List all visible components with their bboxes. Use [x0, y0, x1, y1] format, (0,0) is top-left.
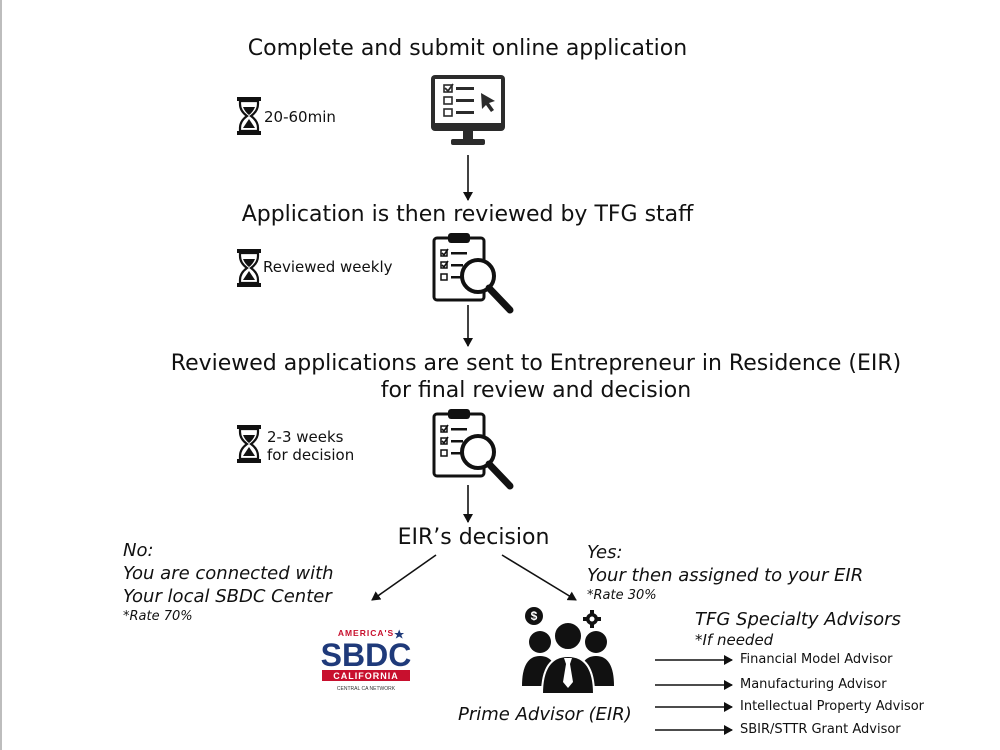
step-3-title-line-2: for final review and decision: [380, 378, 692, 403]
duration-1: 20-60min: [264, 108, 336, 126]
clipboard-magnifier-icon: [432, 409, 514, 490]
branch-yes-label: Yes:: [587, 542, 623, 563]
advisor-intellectual-property: Intellectual Property Advisor: [740, 699, 925, 714]
prime-advisor-label: Prime Advisor (EIR): [458, 704, 632, 725]
clipboard-magnifier-icon: [432, 233, 514, 314]
hourglass-icon: [237, 249, 261, 287]
step-1-title: Complete and submit online application: [247, 36, 688, 61]
svg-text:CENTRAL CA NETWORK: CENTRAL CA NETWORK: [337, 686, 396, 692]
branch-no-text-1: You are connected with: [123, 563, 334, 584]
duration-2: Reviewed weekly: [263, 258, 393, 276]
duration-3-line-2: for decision: [267, 446, 355, 464]
svg-text:AMERICA'S: AMERICA'S: [338, 628, 394, 638]
branch-yes-text: Your then assigned to your EIR: [587, 565, 864, 586]
computer-checklist-icon: [431, 75, 505, 145]
svg-text:$: $: [531, 609, 538, 623]
step-2-title: Application is then reviewed by TFG staf…: [241, 202, 694, 227]
sbdc-logo: AMERICA'S SBDC CALIFORNIA CENTRAL CA NET…: [321, 628, 412, 692]
svg-text:SBDC: SBDC: [321, 637, 412, 673]
decision-title: EIR’s decision: [397, 525, 550, 550]
svg-text:CALIFORNIA: CALIFORNIA: [333, 671, 399, 681]
arrow-decision-to-yes: [501, 554, 577, 601]
branch-no-label: No:: [123, 540, 154, 561]
arrow-decision-to-no: [371, 554, 437, 601]
step-3-title-line-1: Reviewed applications are sent to Entrep…: [170, 351, 902, 376]
page-edge-line: [0, 0, 2, 750]
advisor-financial-model: Financial Model Advisor: [740, 652, 893, 667]
hourglass-icon: [237, 97, 261, 135]
advisor-team-icon: $: [522, 607, 614, 694]
branch-no-rate: *Rate 70%: [123, 609, 193, 624]
specialty-advisors-title: TFG Specialty Advisors: [695, 609, 901, 630]
branch-yes-rate: *Rate 30%: [587, 588, 657, 603]
branch-no-text-2: Your local SBDC Center: [123, 586, 332, 607]
duration-3-line-1: 2-3 weeks: [267, 428, 344, 446]
specialty-advisors-note: *If needed: [695, 631, 774, 649]
advisor-manufacturing: Manufacturing Advisor: [740, 677, 887, 692]
advisor-sbir-sttr-grant: SBIR/STTR Grant Advisor: [740, 722, 901, 737]
hourglass-icon: [237, 425, 261, 463]
